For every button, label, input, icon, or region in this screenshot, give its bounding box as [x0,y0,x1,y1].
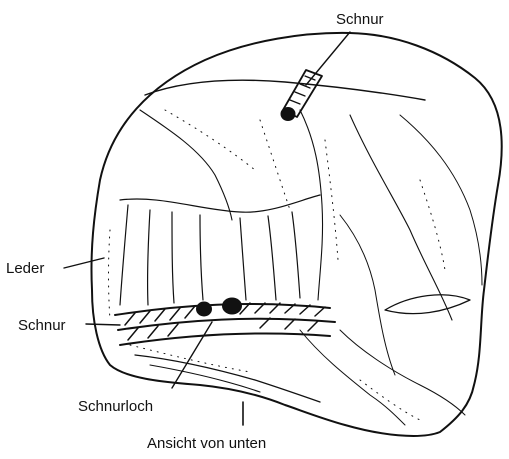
fold-line [300,110,323,300]
panel-stroke [268,216,276,300]
cord-band [118,319,335,330]
stipple [165,110,255,170]
panel-stroke [292,212,300,298]
leader-schnur-left [86,324,120,325]
stipple [109,230,111,320]
panel-stroke [172,212,174,303]
panel-stroke [148,210,150,305]
fold-line [340,215,395,375]
cord-band [120,333,330,345]
cord-hole-right [222,298,242,315]
cord-hole-top [281,107,296,121]
cord-hole-left [196,302,212,317]
leader-schnur-top [306,32,350,85]
fold-line [300,330,405,425]
fold-line [340,330,465,415]
outer-outline [91,33,501,436]
leader-schnurloch [172,322,212,388]
fold-line [350,115,452,320]
panel-stroke [240,218,246,300]
stipple [360,380,420,420]
label-schnurloch: Schnurloch [78,399,153,414]
label-ansicht-von-unten: Ansicht von unten [147,436,266,451]
fold-line [400,115,482,285]
stipple [325,140,338,260]
lower-edge [135,355,320,402]
leader-leder [64,258,104,268]
panel-stroke [200,215,203,300]
stipple [420,180,445,270]
panel-stroke [120,205,128,305]
stipple [260,120,290,210]
label-schnur-left: Schnur [18,318,66,333]
fold-line [140,110,232,220]
label-leder: Leder [6,261,44,276]
lower-edge [150,365,260,392]
inner-ridge [145,80,425,100]
lens-shape [385,295,470,314]
label-schnur-top: Schnur [336,12,384,27]
